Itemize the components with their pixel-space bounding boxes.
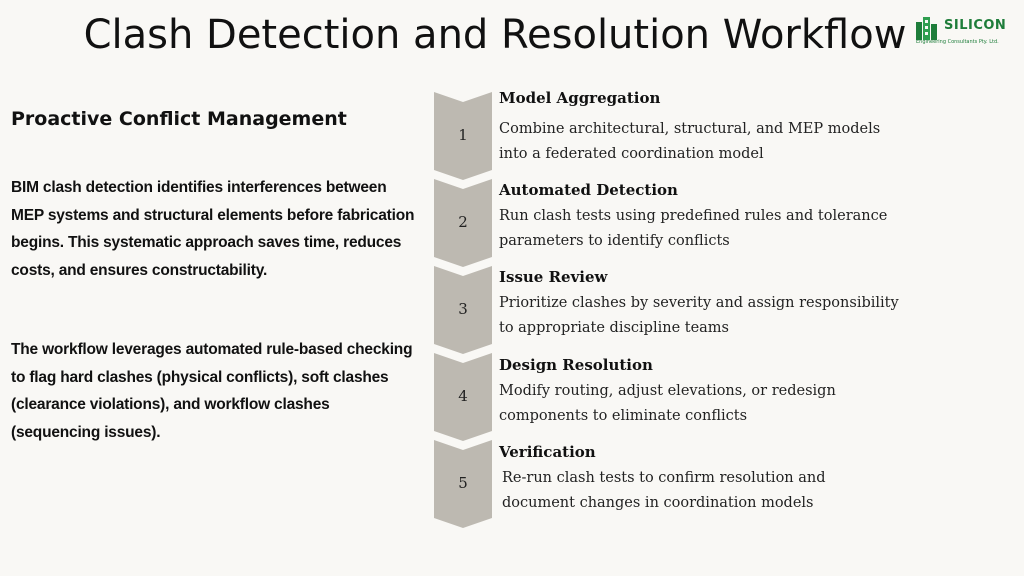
- step-2-description: Run clash tests using predefined rules a…: [499, 208, 888, 249]
- intro-paragraph-1: BIM clash detection identifies interfere…: [11, 179, 415, 279]
- step-2-number: 2: [458, 213, 468, 231]
- step-2-title: Automated Detection: [499, 181, 678, 199]
- step-4-title: Design Resolution: [499, 356, 653, 374]
- step-5-chevron: 5: [434, 440, 492, 530]
- logo-tagline: Engineering Consultants Pty. Ltd.: [916, 39, 999, 45]
- step-2-chevron: 2: [434, 179, 492, 269]
- building-logo-icon: [916, 17, 937, 40]
- step-3-number: 3: [458, 300, 468, 318]
- step-4-chevron: 4: [434, 353, 492, 443]
- step-3-chevron: 3: [434, 266, 492, 356]
- step-5-description: Re-run clash tests to confirm resolution…: [502, 470, 826, 511]
- step-4-description: Modify routing, adjust elevations, or re…: [499, 383, 836, 424]
- company-logo: SILICON Engineering Consultants Pty. Ltd…: [914, 12, 1018, 52]
- step-1: Model Aggregation Combine architectural,…: [499, 89, 899, 167]
- step-5-number: 5: [458, 474, 468, 492]
- step-1-number: 1: [458, 126, 468, 144]
- step-4-number: 4: [458, 387, 468, 405]
- step-1-chevron: 1: [434, 92, 492, 182]
- step-3: Issue Review Prioritize clashes by sever…: [499, 268, 899, 341]
- step-3-description: Prioritize clashes by severity and assig…: [499, 295, 899, 336]
- step-5: Verification Re-run clash tests to confi…: [499, 443, 899, 516]
- workflow-steps: 1 Model Aggregation Combine architectura…: [434, 89, 1014, 532]
- step-2: Automated Detection Run clash tests usin…: [499, 181, 899, 254]
- step-5-title: Verification: [499, 443, 596, 461]
- logo-brand: SILICON: [944, 18, 1007, 33]
- step-4: Design Resolution Modify routing, adjust…: [499, 356, 899, 429]
- section-subtitle: Proactive Conflict Management: [11, 108, 347, 130]
- step-1-description: Combine architectural, structural, and M…: [499, 121, 881, 162]
- intro-section: Proactive Conflict Management BIM clash …: [11, 108, 421, 446]
- intro-paragraph-2: The workflow leverages automated rule-ba…: [11, 341, 413, 441]
- step-1-title: Model Aggregation: [499, 89, 661, 107]
- page-title: Clash Detection and Resolution Workflow: [83, 12, 907, 58]
- step-3-title: Issue Review: [499, 268, 608, 286]
